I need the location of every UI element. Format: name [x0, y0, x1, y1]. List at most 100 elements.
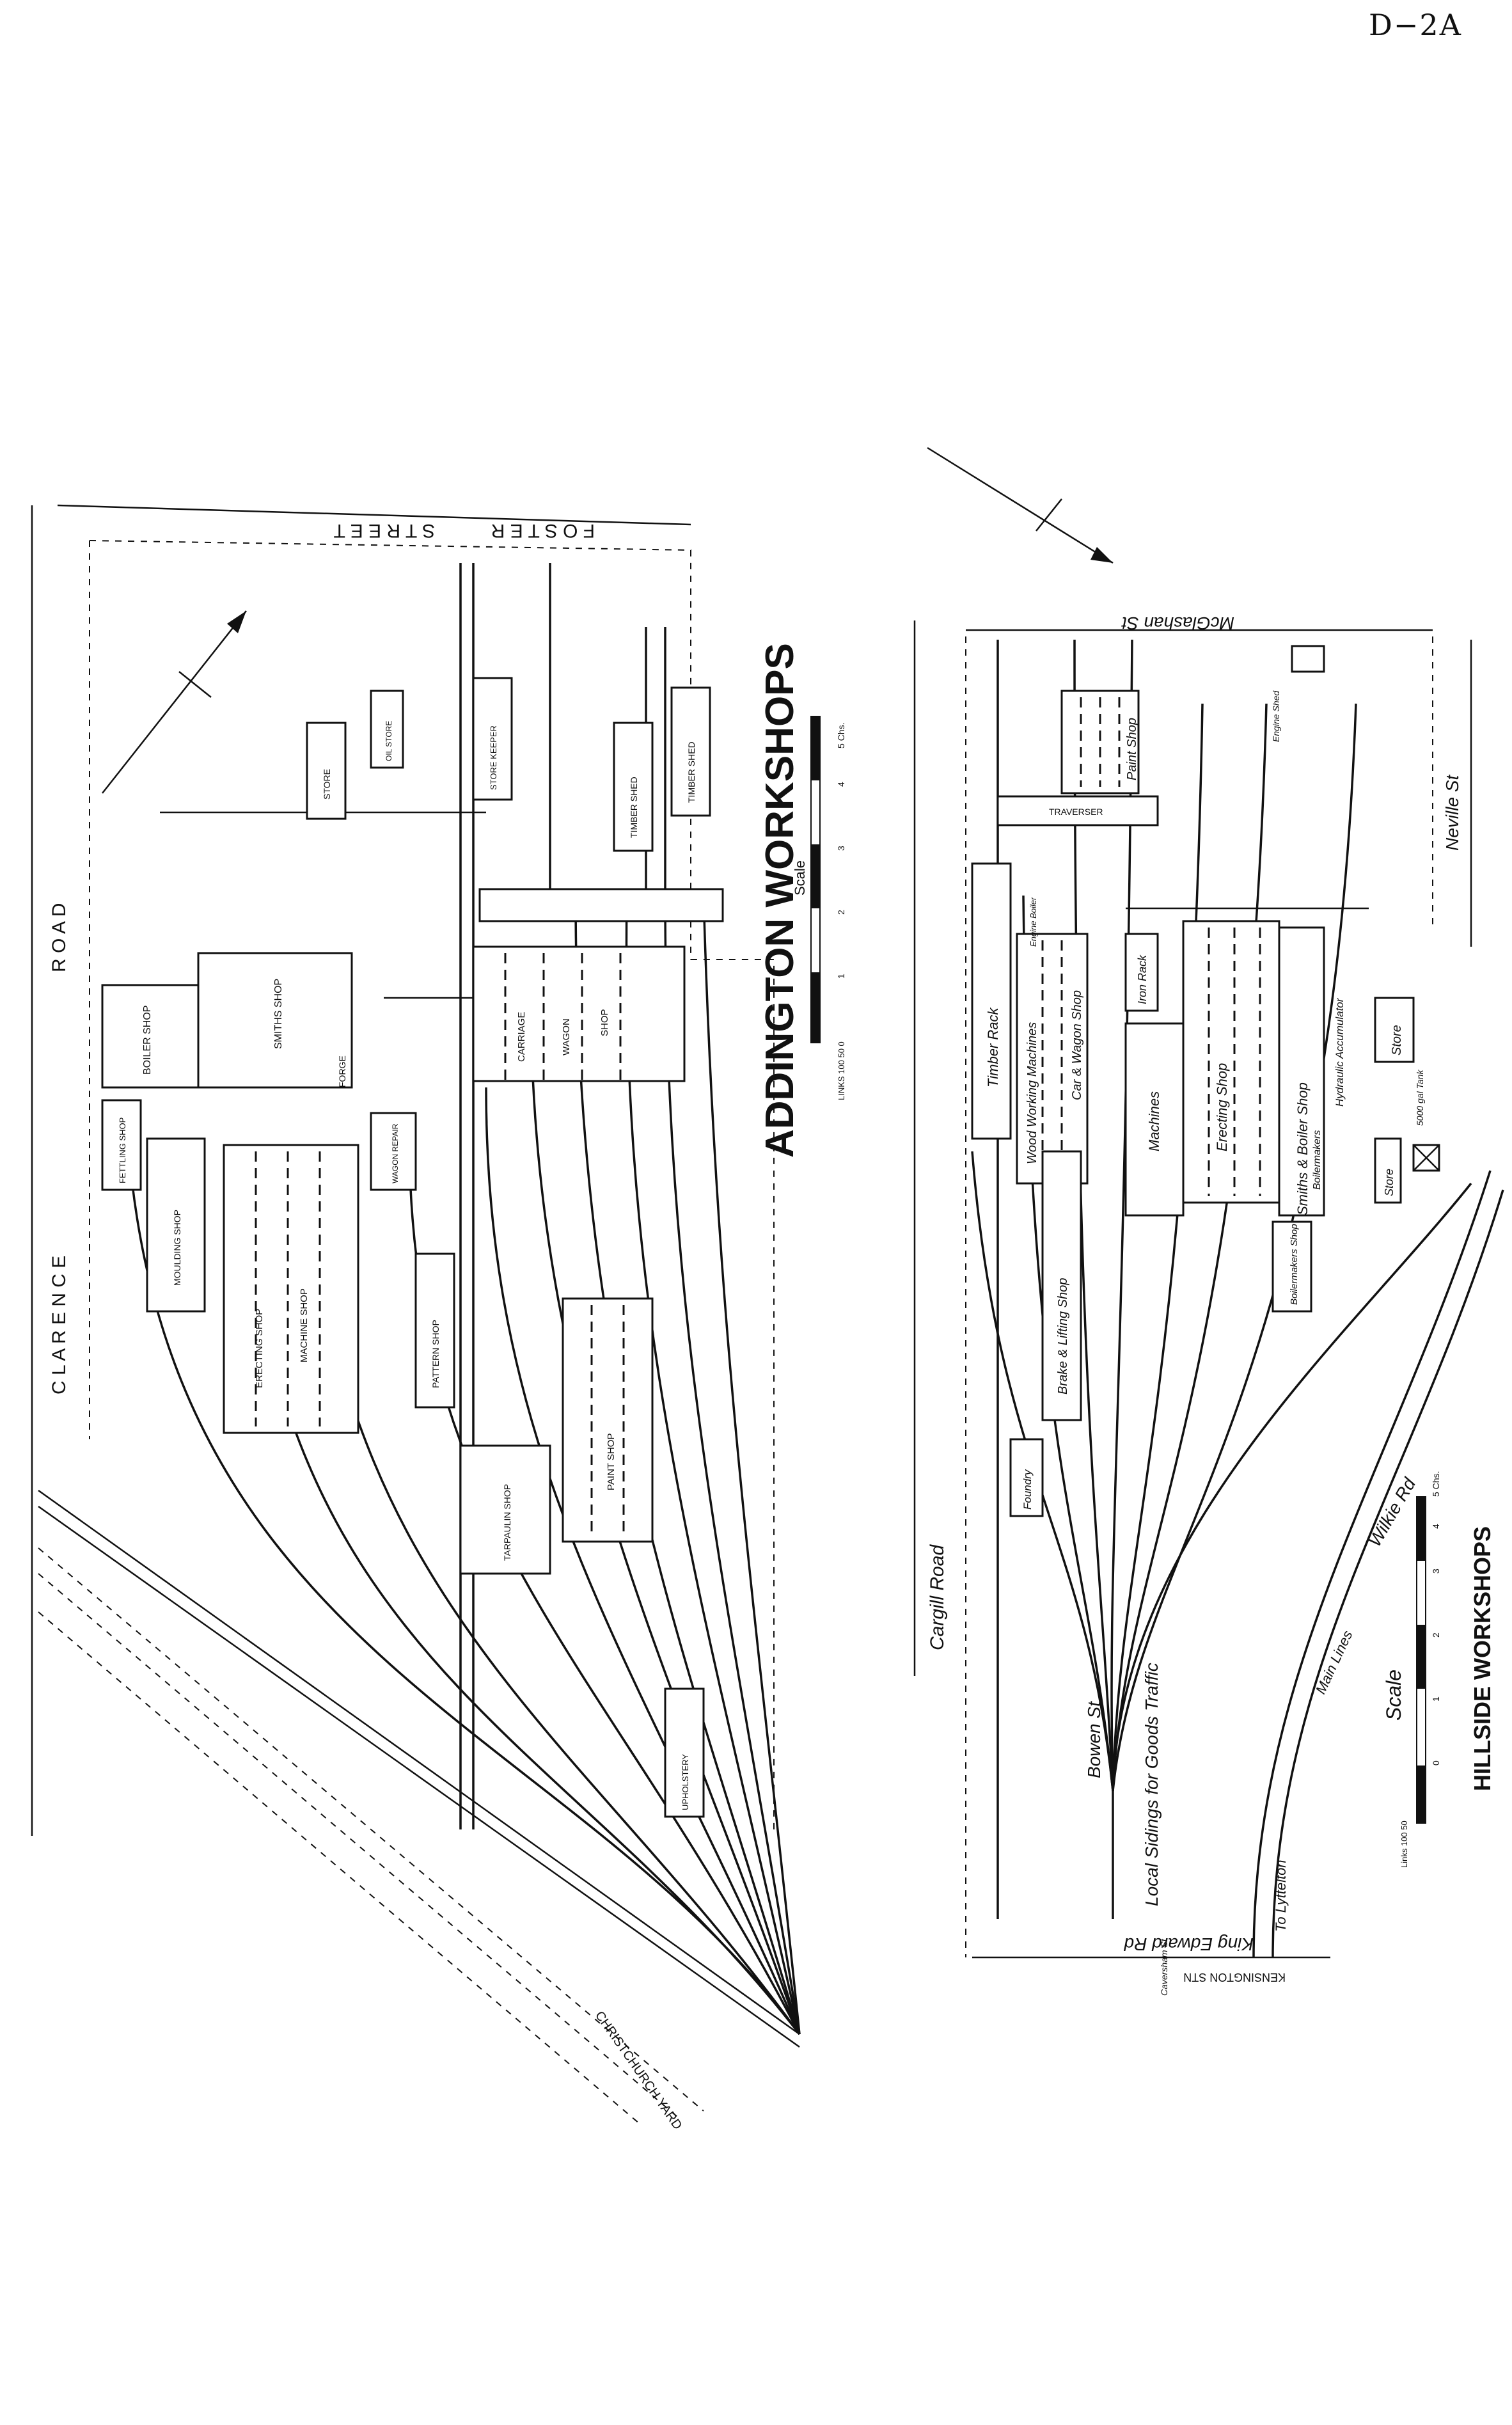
hillside-scale-tick: 2: [1431, 1632, 1441, 1638]
addington-scale-label: Scale: [792, 860, 808, 896]
label-engine-boiler: Engine Boiler: [1028, 897, 1038, 947]
label-timber-rack: Timber Rack: [985, 1007, 1001, 1087]
street-king-edward: King Edward Rd: [1123, 1934, 1254, 1954]
building-iron-rack: [1124, 933, 1159, 1012]
north-arrow: [102, 610, 247, 794]
main-line-label: CHRISTCHURCH YARD: [592, 2009, 684, 2132]
label-hydraulic-accumulator: Hydraulic Accumulator: [1334, 997, 1346, 1107]
street-neville: Neville St: [1442, 775, 1462, 851]
building-upholstery: [664, 1687, 705, 1818]
hillside-scale-bar: Scale Links 100 50 0 1 2 3 4 5 Chs.: [1382, 1471, 1441, 1868]
building-wagon-repair: [370, 1112, 417, 1191]
street-cargill: Cargill Road: [927, 1544, 948, 1650]
hillside-scale-label: Scale: [1382, 1670, 1405, 1721]
building-erecting-shop: [1182, 920, 1280, 1204]
label-upholstery: UPHOLSTERY: [681, 1754, 690, 1810]
hillside-traverser: [996, 795, 1159, 826]
building-fettling-shop: [101, 1099, 142, 1191]
street-street: S T R E E T: [334, 520, 435, 541]
building-timber-shed-2: [670, 686, 711, 817]
building-boilermakers-shop: [1272, 1220, 1312, 1313]
north-arrow-icon: [227, 611, 246, 633]
label-paint-shop: PAINT SHOP: [606, 1434, 617, 1490]
hillside-scale-tick: 1: [1431, 1696, 1441, 1702]
street-caversham: Caversham St: [1159, 1938, 1169, 1996]
label-traverser: TRAVERSER: [1049, 807, 1103, 817]
building-oil-store: [370, 690, 404, 769]
building-store-2: [1374, 1137, 1402, 1204]
label-machines: Machines: [1146, 1091, 1162, 1151]
hillside-title: HILLSIDE WORKSHOPS: [1469, 1526, 1495, 1791]
building-timber-shed: [613, 722, 654, 852]
street-bowen: Bowen St: [1084, 1701, 1104, 1778]
label-wood-working: Wood Working Machines: [1025, 1022, 1039, 1164]
building-tarpaulin-shop: [459, 1444, 551, 1575]
building-paint-shop: [562, 1297, 654, 1543]
building-store-hillside: [1374, 997, 1415, 1063]
label-carriage: CARRIAGE: [516, 1012, 527, 1062]
addington-scale-tick: 5 Chs.: [836, 723, 846, 748]
hillside-scale-tick: Links 100 50: [1399, 1821, 1409, 1868]
addington-scale-tick: 4: [836, 782, 846, 787]
building-smiths-shop: [197, 952, 353, 1089]
track: [127, 1138, 801, 2035]
label-machine-shop: MACHINE SHOP: [299, 1288, 310, 1363]
label-car-wagon: Car & Wagon Shop: [1070, 990, 1084, 1100]
label-engine-shed: Engine Shed: [1271, 690, 1281, 742]
label-erecting-shop: ERECTING SHOP: [254, 1309, 265, 1388]
hillside-north-arrow-icon: [1091, 547, 1113, 563]
site-boundary: [89, 540, 775, 1829]
building-store-keeper: [472, 677, 513, 801]
label-carriage-shop: SHOP: [599, 1009, 610, 1036]
label-store-2: Store: [1383, 1169, 1396, 1196]
building-moulding-shop: [146, 1137, 206, 1313]
street-wilkie: Wilkie Rd: [1364, 1474, 1420, 1550]
label-smiths-shop: SMITHS SHOP: [273, 979, 284, 1049]
addington-scale-tick: 3: [836, 846, 846, 851]
label-boiler-shop: BOILER SHOP: [142, 1006, 153, 1075]
street-road: R O A D: [49, 903, 70, 972]
label-wagon-repair: WAGON REPAIR: [391, 1123, 400, 1183]
label-boilermakers-shop: Boilermakers Shop: [1289, 1224, 1300, 1305]
label-paint-shop-hillside: Paint Shop: [1125, 718, 1139, 780]
label-brake-lifting: Brake & Lifting Shop: [1056, 1278, 1070, 1394]
building-machines: [1124, 1022, 1185, 1217]
building-carriage-wagon-shop: [472, 945, 686, 1082]
label-gallon-tank: 5000 gal Tank: [1415, 1070, 1425, 1126]
street-foster: F O S T E R: [491, 520, 595, 541]
foster-street-edge: [57, 504, 691, 526]
traverser: [478, 888, 724, 922]
building-timber-rack: [971, 862, 1012, 1140]
label-timber-shed: TIMBER SHED: [629, 777, 639, 838]
hillside-plan: McGlashan St Neville St King Edward Rd K…: [913, 446, 1504, 1996]
label-fettling-shop: FETTLING SHOP: [118, 1118, 127, 1183]
main-line-track: [1252, 1170, 1492, 1958]
building-paint-shop-hillside: [1060, 690, 1140, 794]
street-clarence: C L A R E N C E: [49, 1256, 70, 1394]
hillside-scale-tick: 5 Chs.: [1431, 1471, 1441, 1497]
building-brake-lifting: [1041, 1150, 1082, 1421]
building-machine-shop: [223, 1144, 359, 1434]
main-line-rail-1: [38, 1489, 800, 2035]
addington-scale-tick: LINKS 100 50 0: [837, 1041, 846, 1100]
label-store: STORE: [322, 769, 332, 800]
hillside-scale-tick: 4: [1431, 1524, 1441, 1529]
label-main-lines: Main Lines: [1312, 1628, 1356, 1696]
addington-title: ADDINGTON WORKSHOPS: [758, 643, 802, 1158]
label-store-hillside: Store: [1390, 1025, 1404, 1055]
hillside-scale-tick: 0: [1431, 1760, 1441, 1765]
label-timber-shed-2: TIMBER SHED: [686, 741, 697, 803]
hillside-north-arrow: [927, 446, 1114, 564]
building-foundry: [1009, 1438, 1044, 1517]
building-pattern-shop: [414, 1252, 455, 1409]
building-engine-shed: [1291, 645, 1325, 673]
label-erecting-shop-hillside: Erecting Shop: [1214, 1063, 1230, 1151]
label-forge: FORGE: [337, 1055, 347, 1087]
label-foundry: Foundry: [1021, 1469, 1034, 1510]
building-store: [306, 722, 347, 820]
label-oil-store: OIL STORE: [384, 721, 393, 761]
label-wagon: WAGON: [561, 1018, 572, 1055]
label-tarpaulin-shop: TARPAULIN SHOP: [502, 1484, 512, 1561]
